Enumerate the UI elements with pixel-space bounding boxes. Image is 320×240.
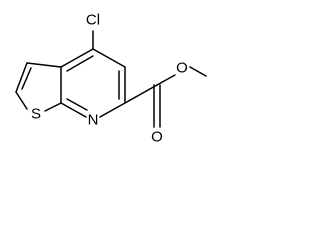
bond-c7a-s [44, 102, 62, 112]
atom-label-s: S [31, 106, 41, 123]
bond-c3a-c4 [60, 48, 94, 68]
bond-oester-methyl [189, 66, 207, 77]
bond-c3a-c4-inner [66, 55, 94, 72]
bond-c4-c5 [92, 48, 126, 68]
molecule-structure: Cl S N O O [15, 12, 207, 146]
bond-n-c7a [60, 102, 87, 118]
atom-label-o-carbonyl: O [151, 129, 163, 146]
atom-label-n: N [88, 112, 99, 129]
bond-n-c7a-inner [66, 98, 88, 111]
atom-label-o-ester: O [176, 60, 188, 77]
bond-c6-ccarbonyl [124, 84, 158, 104]
bond-c3-c3a [26, 62, 62, 68]
atom-labels: Cl S N O O [31, 12, 188, 146]
atom-label-cl: Cl [86, 12, 100, 29]
bond-c2-c3 [15, 62, 28, 93]
bond-lines [15, 30, 207, 128]
bond-s-c2 [15, 91, 28, 110]
bond-ccarbonyl-oester [156, 74, 176, 86]
bond-c2-c3-inner [21, 67, 32, 90]
bond-c6-n [99, 102, 126, 118]
